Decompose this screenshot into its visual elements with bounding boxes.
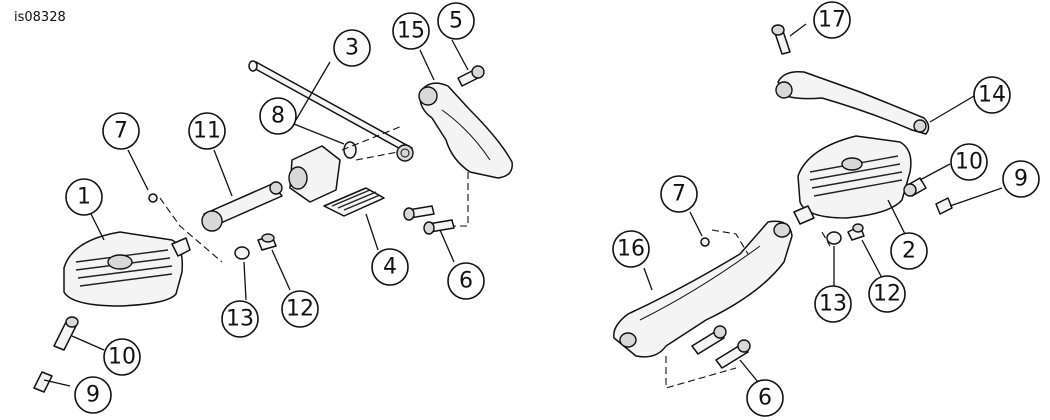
ring-part bbox=[343, 141, 357, 159]
bolt-5-part bbox=[457, 65, 485, 87]
callout-right-9-label: 9 bbox=[1014, 167, 1028, 192]
footpeg-1-part bbox=[63, 231, 191, 307]
callout-right-2-label: 2 bbox=[902, 239, 916, 264]
callout-left-6: 6 bbox=[447, 262, 485, 300]
pin-12-left-part bbox=[257, 233, 277, 251]
bolt-6-left-part bbox=[403, 205, 455, 235]
callout-left-15: 15 bbox=[392, 12, 430, 50]
callout-right-10-label: 10 bbox=[955, 150, 983, 175]
bolt-10-right-part bbox=[903, 177, 927, 197]
callout-left-13-label: 13 bbox=[226, 307, 254, 332]
callout-left-10-label: 10 bbox=[108, 345, 136, 370]
bracket-arm-part bbox=[418, 82, 513, 179]
right-assembly bbox=[613, 23, 1003, 389]
callout-left-13: 13 bbox=[221, 300, 259, 338]
callout-right-12: 12 bbox=[868, 275, 906, 313]
callout-right-12-label: 12 bbox=[873, 282, 901, 307]
link-arm-part bbox=[775, 70, 930, 135]
callout-left-4: 4 bbox=[371, 248, 409, 286]
bolt-6-right-part bbox=[691, 325, 751, 369]
pivot-block-part bbox=[288, 145, 341, 203]
callout-right-14: 14 bbox=[973, 76, 1011, 114]
callout-right-17: 17 bbox=[813, 1, 851, 39]
callout-right-7: 7 bbox=[660, 175, 698, 213]
callout-left-3: 3 bbox=[333, 29, 371, 67]
footrest-part bbox=[323, 187, 385, 217]
callout-left-8-label: 8 bbox=[271, 104, 285, 129]
callout-left-10: 10 bbox=[103, 338, 141, 376]
clip-7-right-part bbox=[700, 237, 710, 247]
callout-right-10: 10 bbox=[950, 143, 988, 181]
callout-left-6-label: 6 bbox=[459, 269, 473, 294]
callout-right-6: 6 bbox=[746, 379, 784, 417]
callout-right-13-label: 13 bbox=[819, 292, 847, 317]
callout-right-16: 16 bbox=[612, 230, 650, 268]
callout-left-11-label: 11 bbox=[193, 119, 221, 144]
nut-9-left-part bbox=[33, 371, 53, 393]
callout-left-8: 8 bbox=[259, 97, 297, 135]
callout-left-1-label: 1 bbox=[77, 185, 91, 210]
callout-left-12-label: 12 bbox=[286, 297, 314, 322]
callout-right-17-label: 17 bbox=[818, 8, 846, 33]
pin-12-right-part bbox=[847, 223, 865, 241]
bolt-17-part bbox=[771, 24, 791, 55]
callout-right-7-label: 7 bbox=[672, 182, 686, 207]
left-assembly bbox=[33, 39, 513, 393]
shaft-bolt-part bbox=[396, 144, 414, 162]
callout-right-2: 2 bbox=[890, 232, 928, 270]
callout-left-1: 1 bbox=[65, 178, 103, 216]
callout-right-16-label: 16 bbox=[617, 237, 645, 262]
figure-id: is08328 bbox=[14, 10, 66, 25]
callout-left-7: 7 bbox=[102, 112, 140, 150]
callout-left-5: 5 bbox=[437, 2, 475, 40]
hanger-bracket-part bbox=[613, 220, 793, 358]
callout-left-7-label: 7 bbox=[114, 119, 128, 144]
washer-13-left-part bbox=[234, 246, 250, 260]
callout-left-15-label: 15 bbox=[397, 19, 425, 44]
callout-left-4-label: 4 bbox=[383, 255, 397, 280]
damper-part bbox=[201, 181, 283, 232]
washer-13-right-part bbox=[826, 231, 842, 245]
callout-left-3-label: 3 bbox=[345, 36, 359, 61]
callout-right-14-label: 14 bbox=[978, 83, 1006, 108]
callout-right-9: 9 bbox=[1002, 160, 1040, 198]
footpeg-2-part bbox=[793, 135, 912, 225]
callout-right-13: 13 bbox=[814, 285, 852, 323]
bolt-10-left-part bbox=[53, 316, 79, 351]
nut-9-right-part bbox=[935, 197, 953, 215]
callout-left-11: 11 bbox=[188, 112, 226, 150]
callout-left-9: 9 bbox=[74, 376, 112, 414]
clip-7-left-part bbox=[148, 193, 158, 203]
callout-left-9-label: 9 bbox=[86, 383, 100, 408]
callout-left-12: 12 bbox=[281, 290, 319, 328]
callout-left-5-label: 5 bbox=[449, 9, 463, 34]
callout-right-6-label: 6 bbox=[758, 386, 772, 411]
